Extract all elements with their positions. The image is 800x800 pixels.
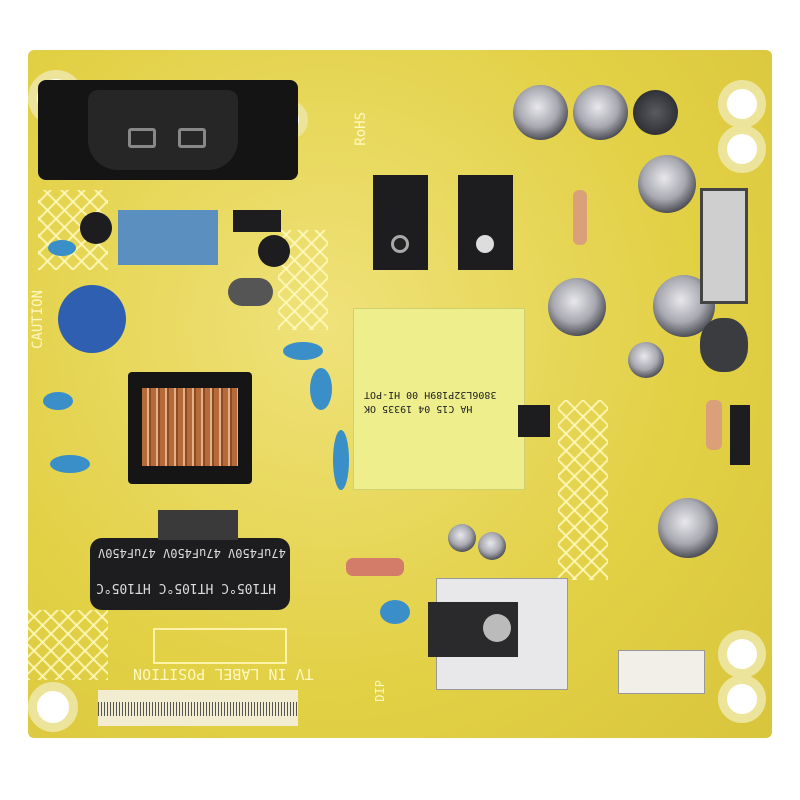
regulator	[428, 602, 518, 657]
keepout-hatch	[28, 610, 108, 680]
common-mode-choke	[128, 372, 252, 484]
transformer-label: 3806L32P189H 00 HI-POT	[364, 389, 497, 400]
ceramic-capacitor	[43, 392, 73, 410]
resistor	[573, 190, 587, 245]
electrolytic-capacitor	[513, 85, 568, 140]
output-inductor	[700, 318, 748, 372]
output-connector[interactable]	[700, 188, 748, 304]
barcode-label	[98, 690, 298, 726]
inductor	[258, 235, 290, 267]
keepout-hatch	[558, 400, 608, 580]
optocoupler	[518, 405, 550, 437]
electrolytic-capacitor	[548, 278, 606, 336]
ceramic-capacitor	[50, 455, 90, 473]
mounting-hole	[391, 235, 409, 253]
thermistor	[228, 278, 273, 306]
pcb-board: 47uF450V 47uF450V 47uF450V HT105°C HT105…	[28, 50, 772, 738]
mounting-hole	[476, 235, 494, 253]
mosfet	[373, 175, 428, 270]
electrolytic-capacitor	[478, 532, 506, 560]
diode	[730, 405, 750, 465]
choke-winding	[142, 388, 238, 466]
screw-icon	[483, 614, 511, 642]
transformer: 3806L32P189H 00 HI-POT HA C15 04 19335 O…	[353, 308, 525, 490]
mounting-hole	[718, 125, 766, 173]
x-capacitor	[118, 210, 218, 265]
mounting-hole	[718, 675, 766, 723]
capacitor-rating: 47uF450V 47uF450V 47uF450V	[98, 546, 286, 560]
electrolytic-capacitor	[448, 524, 476, 552]
electrolytic-capacitor	[638, 155, 696, 213]
ceramic-capacitor	[380, 600, 410, 624]
mounting-hole	[718, 630, 766, 678]
label-position-text: TV IN LABEL POSITION	[133, 665, 314, 683]
dip-label: DIP	[373, 680, 387, 702]
transformer-label: HA C15 04 19335 OK	[364, 403, 473, 414]
mounting-hole	[28, 682, 78, 732]
bulk-electrolytic-capacitor: 47uF450V 47uF450V 47uF450V HT105°C HT105…	[90, 538, 290, 610]
electrolytic-capacitor	[658, 498, 718, 558]
bridge-rectifier	[158, 510, 238, 540]
electrolytic-capacitor	[628, 342, 664, 378]
mounting-hole	[718, 80, 766, 128]
resistor	[346, 558, 404, 576]
ceramic-capacitor	[333, 430, 349, 490]
ac-inlet[interactable]	[38, 80, 298, 180]
resistor	[706, 400, 722, 450]
caution-text: CAUTION	[30, 290, 46, 350]
ceramic-capacitor	[310, 368, 332, 410]
electrolytic-capacitor	[633, 90, 678, 135]
varistor	[58, 285, 126, 353]
rohs-mark: RoHS	[353, 112, 369, 146]
mosfet	[458, 175, 513, 270]
electrolytic-capacitor	[573, 85, 628, 140]
ceramic-capacitor	[48, 240, 76, 256]
ceramic-capacitor	[283, 342, 323, 360]
pin	[178, 128, 206, 148]
inlet-socket	[88, 90, 238, 170]
relay	[233, 210, 281, 232]
led-connector[interactable]	[618, 650, 705, 694]
capacitor-temp: HT105°C HT105°C HT105°C	[96, 580, 277, 595]
label-box	[153, 628, 287, 664]
pin	[128, 128, 156, 148]
inductor	[80, 212, 112, 244]
